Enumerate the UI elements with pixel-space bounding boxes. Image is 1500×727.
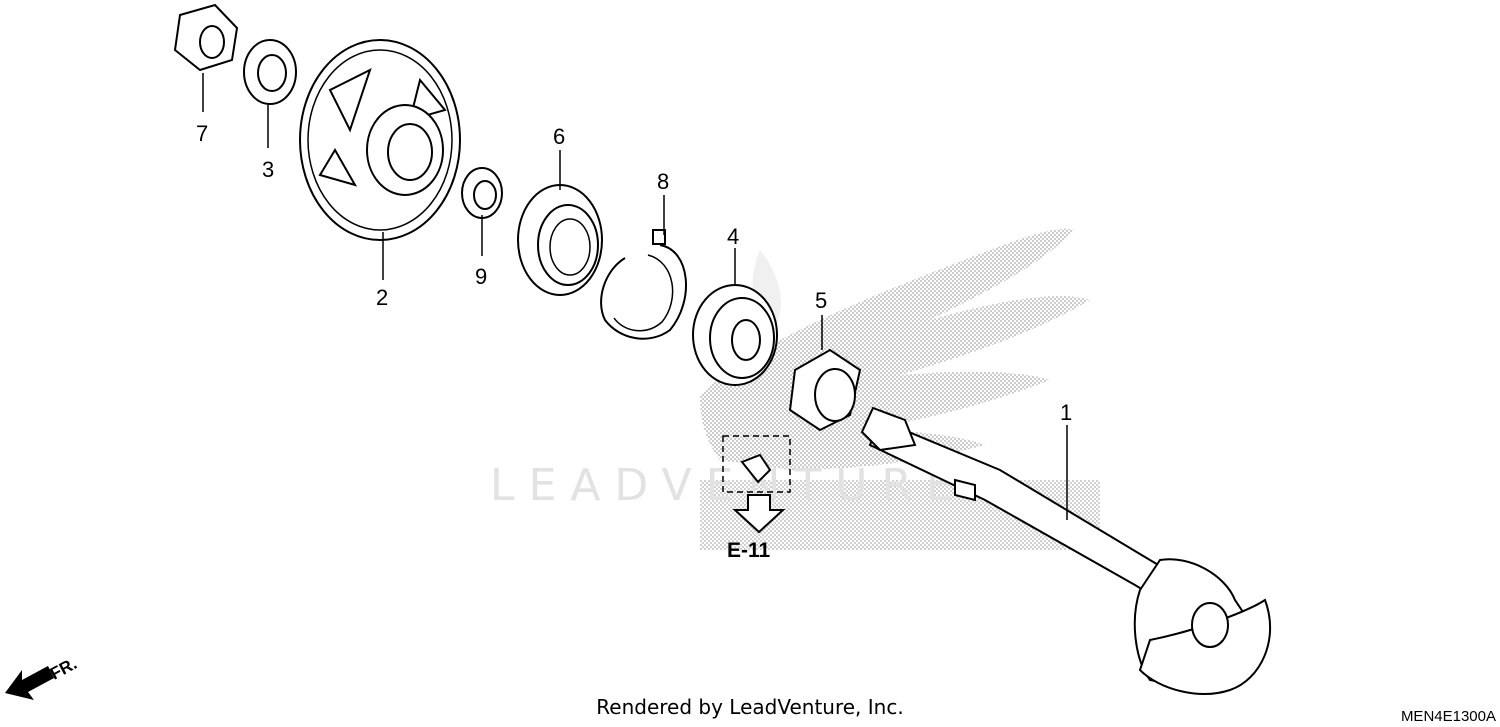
callout-7: 7 — [196, 121, 208, 146]
part-4-bearing — [692, 284, 778, 386]
callout-4: 4 — [727, 224, 739, 249]
diagram-code: MEN4E1300A — [1400, 708, 1496, 725]
callout-5: 5 — [815, 288, 827, 313]
callout-2: 2 — [376, 285, 388, 310]
reference-inset — [722, 435, 791, 534]
part-1-spindle — [860, 406, 1271, 695]
rendered-by-text: Rendered by LeadVenture, Inc. — [596, 695, 904, 719]
callout-6: 6 — [553, 124, 565, 149]
part-7-nut — [173, 3, 239, 72]
reference-label: E-11 — [727, 539, 771, 562]
part-6-oil-seal — [517, 184, 603, 296]
callout-8: 8 — [657, 169, 669, 194]
watermark-text: LEADVENTURE — [490, 460, 968, 511]
part-9-collar — [461, 167, 503, 219]
part-5-needle-bearing — [788, 348, 862, 432]
part-8-snap-ring — [600, 229, 687, 340]
callout-3: 3 — [262, 157, 274, 182]
front-direction-arrow: FR. — [5, 654, 80, 700]
callout-9: 9 — [475, 264, 487, 289]
part-3-washer — [243, 39, 297, 105]
part-2-gear — [299, 39, 461, 241]
leader-lines — [202, 73, 1068, 520]
callout-1: 1 — [1060, 400, 1072, 425]
